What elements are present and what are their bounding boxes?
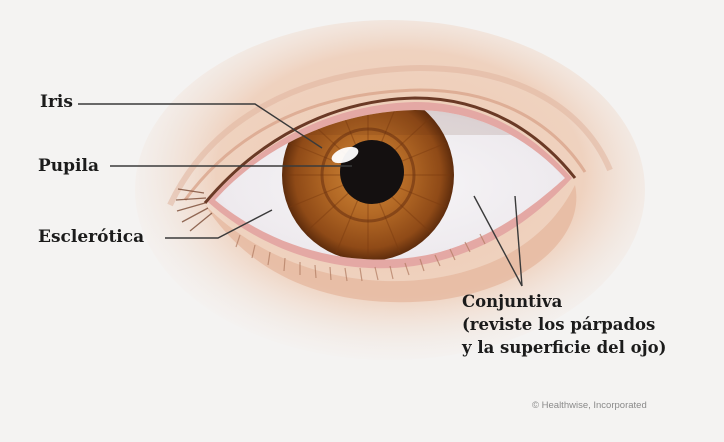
lower-eyelid <box>205 185 577 303</box>
label-iris: Iris <box>40 92 73 112</box>
copyright-notice: © Healthwise, Incorporated <box>532 400 647 411</box>
label-conjuntiva-desc-2: y la superficie del ojo) <box>462 338 667 357</box>
leader-line-iris <box>78 103 323 149</box>
label-conjuntiva: Conjuntiva (reviste los párpados y la su… <box>462 290 666 359</box>
leader-line-conjuntiva-1 <box>473 195 523 287</box>
iris-group <box>215 110 565 260</box>
lower-lashes <box>235 233 486 282</box>
label-conjuntiva-title: Conjuntiva <box>462 292 563 311</box>
leader-lines <box>78 103 523 287</box>
leader-line-conjuntiva-2 <box>514 195 523 287</box>
upper-lash-line <box>203 96 577 204</box>
upper-lid-shadow <box>215 110 565 200</box>
label-esclerotica: Esclerótica <box>38 227 145 247</box>
eye-highlight <box>331 146 359 164</box>
label-pupila: Pupila <box>38 156 99 176</box>
lateral-lashes <box>175 188 213 232</box>
iris-inner-ring <box>320 127 416 223</box>
upper-eyelid-crease <box>183 88 587 201</box>
leader-line-esclerotica <box>165 209 273 239</box>
brow-fold <box>167 64 613 207</box>
label-conjuntiva-desc-1: (reviste los párpados <box>462 315 656 334</box>
